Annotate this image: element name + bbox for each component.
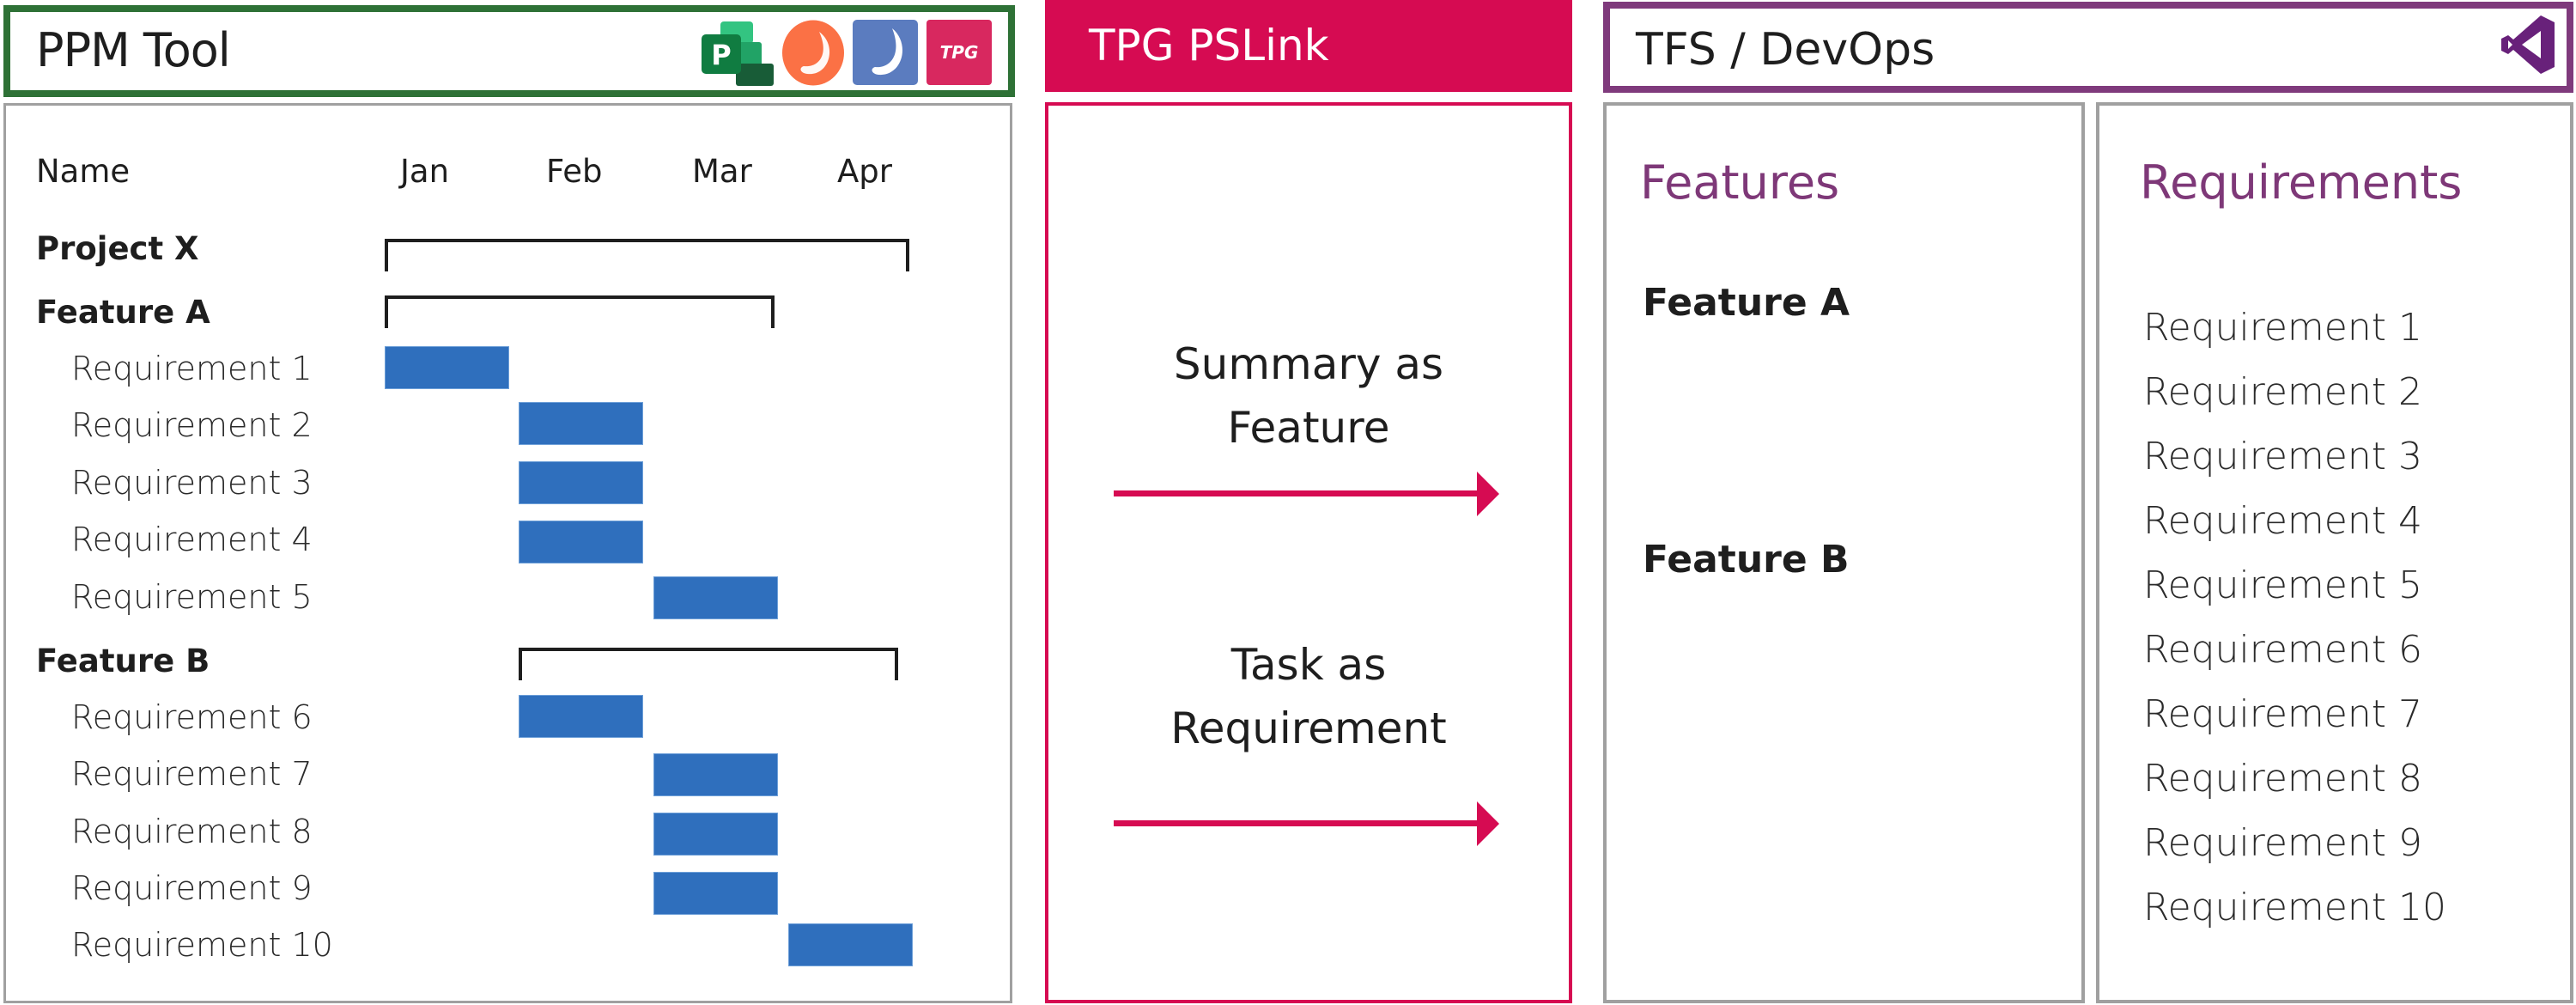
gantt-month-feb: Feb bbox=[546, 153, 603, 190]
gantt-row-label: Requirement 7 bbox=[71, 755, 313, 793]
tfs-requirement-item[interactable]: Requirement 9 bbox=[2143, 821, 2422, 865]
gantt-row-label: Requirement 1 bbox=[71, 350, 313, 387]
gantt-row-label: Requirement 9 bbox=[71, 869, 313, 907]
gantt-row-label: Feature B bbox=[36, 643, 210, 679]
gantt-bar-requirement-3[interactable] bbox=[519, 461, 643, 504]
ppm-tool-title: PPM Tool bbox=[36, 23, 231, 77]
gantt-row-label: Requirement 10 bbox=[71, 926, 333, 964]
arrow-task-to-requirement bbox=[1114, 820, 1479, 826]
tfs-requirement-item[interactable]: Requirement 2 bbox=[2143, 370, 2422, 414]
gantt-bar-requirement-1[interactable] bbox=[385, 346, 509, 389]
gantt-row-label: Project X bbox=[36, 230, 199, 267]
gantt-bar-requirement-9[interactable] bbox=[653, 872, 778, 915]
tfs-requirements-panel bbox=[2096, 102, 2573, 1003]
tpg-pslink-panel bbox=[1045, 102, 1572, 1003]
gantt-bar-requirement-4[interactable] bbox=[519, 521, 643, 563]
tfs-requirement-item[interactable]: Requirement 1 bbox=[2143, 306, 2422, 350]
gantt-row-label: Requirement 6 bbox=[71, 698, 313, 736]
mapping-summary-line1: Summary as bbox=[1173, 339, 1444, 389]
gantt-row-label: Requirement 8 bbox=[71, 813, 313, 850]
gantt-row-label: Feature A bbox=[36, 294, 210, 331]
svg-text:TPG: TPG bbox=[940, 42, 979, 63]
tfs-feature-item[interactable]: Feature A bbox=[1643, 281, 1850, 325]
gantt-bar-requirement-10[interactable] bbox=[788, 923, 913, 966]
gantt-row-label: Requirement 4 bbox=[71, 521, 313, 558]
mapping-summary-line2: Feature bbox=[1227, 403, 1390, 453]
ppm-gantt-panel bbox=[3, 103, 1012, 1003]
gantt-month-mar: Mar bbox=[692, 153, 752, 190]
tfs-requirement-item[interactable]: Requirement 4 bbox=[2143, 499, 2422, 543]
summary-bracket-feature-b bbox=[519, 648, 898, 680]
blue-swirl-logo-icon bbox=[853, 20, 918, 85]
summary-bracket-feature-a bbox=[385, 295, 775, 328]
tfs-requirement-item[interactable]: Requirement 6 bbox=[2143, 628, 2422, 672]
tfs-requirement-item[interactable]: Requirement 8 bbox=[2143, 757, 2422, 801]
gantt-row-label: Requirement 2 bbox=[71, 406, 313, 444]
features-heading: Features bbox=[1640, 155, 1840, 210]
tfs-requirement-item[interactable]: Requirement 3 bbox=[2143, 435, 2422, 478]
gantt-bar-requirement-2[interactable] bbox=[519, 402, 643, 445]
summary-bracket-project-x bbox=[385, 239, 909, 271]
tfs-features-panel bbox=[1603, 102, 2085, 1003]
tfs-devops-title: TFS / DevOps bbox=[1636, 24, 1935, 76]
requirements-heading: Requirements bbox=[2140, 155, 2463, 210]
tfs-requirement-item[interactable]: Requirement 7 bbox=[2143, 692, 2422, 736]
arrow-head-icon bbox=[1477, 472, 1499, 516]
gantt-row-label: Requirement 3 bbox=[71, 464, 313, 502]
tfs-requirement-item[interactable]: Requirement 5 bbox=[2143, 563, 2422, 607]
gantt-month-jan: Jan bbox=[400, 153, 450, 190]
gantt-bar-requirement-6[interactable] bbox=[519, 695, 643, 738]
gantt-bar-requirement-7[interactable] bbox=[653, 753, 778, 796]
ppm-tool-header bbox=[3, 5, 1015, 97]
ms-project-icon: P bbox=[702, 21, 774, 86]
tfs-feature-item[interactable]: Feature B bbox=[1643, 538, 1850, 582]
mapping-task-line2: Requirement bbox=[1170, 704, 1447, 753]
tfs-requirement-item[interactable]: Requirement 10 bbox=[2143, 886, 2446, 929]
gantt-month-apr: Apr bbox=[837, 153, 893, 190]
arrow-head-icon bbox=[1477, 801, 1499, 846]
tpg-logo-icon: TPG bbox=[927, 20, 992, 85]
mapping-task-line1: Task as bbox=[1230, 640, 1387, 690]
gantt-row-label: Requirement 5 bbox=[71, 578, 313, 616]
gantt-bar-requirement-8[interactable] bbox=[653, 813, 778, 856]
gantt-bar-requirement-5[interactable] bbox=[653, 576, 778, 619]
visual-studio-icon bbox=[2501, 15, 2555, 74]
orange-swirl-logo-icon bbox=[781, 20, 845, 86]
tpg-pslink-title: TPG PSLink bbox=[1089, 21, 1329, 70]
arrow-summary-to-feature bbox=[1114, 490, 1479, 496]
tfs-devops-header bbox=[1603, 2, 2573, 93]
gantt-name-header: Name bbox=[36, 153, 131, 190]
tpg-pslink-header bbox=[1045, 0, 1572, 92]
svg-text:P: P bbox=[711, 39, 731, 71]
